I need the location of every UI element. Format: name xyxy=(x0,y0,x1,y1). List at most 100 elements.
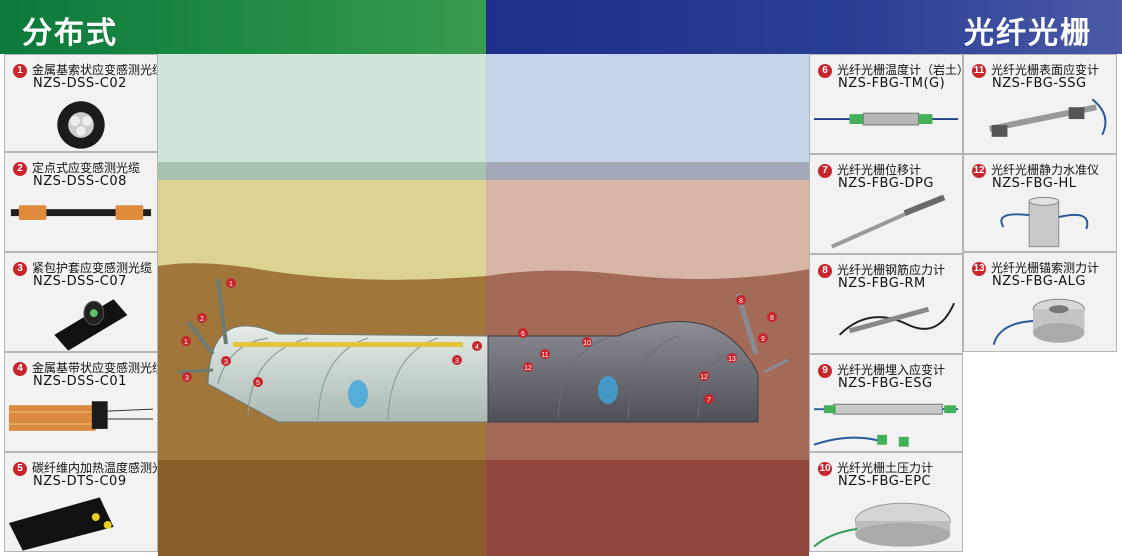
svg-text:9: 9 xyxy=(761,336,765,343)
item-number-badge: 10 xyxy=(818,462,832,476)
svg-text:10: 10 xyxy=(583,340,591,347)
product-model: NZS-FBG-EPC xyxy=(838,474,932,489)
header-title-fbg: 光纤光栅 xyxy=(964,16,1092,51)
svg-text:6: 6 xyxy=(521,331,525,338)
product-name: 碳纤维内加热温度感测光缆 xyxy=(32,461,157,475)
product-card-fbg-epc[interactable]: 10 光纤光栅土压力计 NZS-FBG-EPC xyxy=(809,452,963,552)
svg-text:2: 2 xyxy=(200,316,204,323)
product-name: 光纤光栅静力水准仪 xyxy=(991,163,1100,177)
embedded-strain-gauge-icon xyxy=(813,403,959,447)
scene-marker: 3 xyxy=(452,355,462,365)
tight-buffer-cable-icon xyxy=(54,299,128,351)
svg-text:3: 3 xyxy=(224,359,228,366)
tunnel-right xyxy=(487,293,789,423)
product-card-fbg-tm[interactable]: 6 光纤光栅温度计（岩土） NZS-FBG-TM(G) xyxy=(809,54,963,154)
svg-text:1: 1 xyxy=(229,281,233,288)
product-card-dss-c02[interactable]: 1 金属基索状应变感测光缆 NZS-DSS-C02 xyxy=(4,54,158,152)
product-name: 金属基索状应变感测光缆 xyxy=(32,63,158,77)
svg-text:12: 12 xyxy=(524,365,532,372)
item-number-badge: 11 xyxy=(972,64,986,78)
product-name: 金属基带状应变感测光缆 xyxy=(32,361,158,375)
svg-text:11: 11 xyxy=(541,352,548,359)
scene-markers: 1 2 1 3 3 3 4 5 6 11 10 12 12 13 8 8 9 7 xyxy=(181,278,777,404)
product-model: NZS-FBG-RM xyxy=(838,276,926,291)
scene-marker: 12 xyxy=(523,362,533,372)
product-card-dss-c01[interactable]: 4 金属基带状应变感测光缆 NZS-DSS-C01 xyxy=(4,352,158,452)
product-model: NZS-DSS-C02 xyxy=(33,76,127,91)
svg-text:1: 1 xyxy=(184,339,188,346)
svg-text:12: 12 xyxy=(700,374,708,381)
surface-strain-gauge-icon xyxy=(989,98,1107,137)
header-distributed xyxy=(0,0,486,54)
product-model: NZS-FBG-ESG xyxy=(838,376,933,391)
scene-marker: 3 xyxy=(182,372,192,382)
svg-text:8: 8 xyxy=(770,315,774,322)
product-card-fbg-dpg[interactable]: 7 光纤光栅位移计 NZS-FBG-DPG xyxy=(809,154,963,254)
scene-marker: 11 xyxy=(540,349,550,359)
fixed-point-cable-icon xyxy=(10,205,152,221)
scene-marker: 10 xyxy=(582,337,592,347)
item-number-badge: 12 xyxy=(972,164,986,178)
soil-layers-right xyxy=(486,54,809,556)
product-model: NZS-DSS-C08 xyxy=(33,174,127,189)
scene-marker: 8 xyxy=(736,295,746,305)
svg-text:13: 13 xyxy=(728,356,736,363)
product-model: NZS-DTS-C09 xyxy=(33,474,127,489)
product-name: 光纤光栅温度计（岩土） xyxy=(837,63,963,77)
product-card-dss-c07[interactable]: 3 紧包护套应变感测光缆 NZS-DSS-C07 xyxy=(4,252,158,352)
svg-text:4: 4 xyxy=(475,344,479,351)
product-model: NZS-FBG-DPG xyxy=(838,176,934,191)
item-number-badge: 2 xyxy=(13,162,27,176)
product-model: NZS-DSS-C01 xyxy=(33,374,127,389)
product-model: NZS-FBG-ALG xyxy=(992,274,1086,289)
item-number-badge: 13 xyxy=(972,262,986,276)
item-number-badge: 6 xyxy=(818,64,832,78)
product-card-fbg-alg[interactable]: 13 光纤光栅锚索测力计 NZS-FBG-ALG xyxy=(963,252,1117,352)
product-name: 光纤光栅位移计 xyxy=(837,163,922,177)
product-model: NZS-FBG-SSG xyxy=(992,76,1087,91)
product-model: NZS-DSS-C07 xyxy=(33,274,127,289)
cable-cross-section-icon xyxy=(57,101,105,149)
product-model: NZS-FBG-TM(G) xyxy=(838,76,946,91)
anchor-load-cell-icon xyxy=(992,298,1085,346)
tunnel-scene: 1 2 1 3 3 3 4 5 6 11 10 12 12 13 8 8 9 7 xyxy=(158,54,809,556)
scene-marker: 2 xyxy=(197,313,207,323)
item-number-badge: 3 xyxy=(13,262,27,276)
scene-marker: 7 xyxy=(704,394,714,404)
scene-marker: 13 xyxy=(727,353,737,363)
scene-marker: 12 xyxy=(699,371,709,381)
scene-marker: 4 xyxy=(472,341,482,351)
product-name: 光纤光栅锚索测力计 xyxy=(991,261,1100,275)
soil-layers-left xyxy=(158,54,486,556)
item-number-badge: 1 xyxy=(13,64,27,78)
svg-text:3: 3 xyxy=(185,375,189,382)
product-card-dts-c09[interactable]: 5碳纤维内加热温度感测光缆 NZS-DTS-C09 xyxy=(4,452,158,552)
scene-marker: 9 xyxy=(758,333,768,343)
scene-marker: 1 xyxy=(226,278,236,288)
tunnel-left xyxy=(177,278,489,423)
product-name: 光纤光栅埋入应变计 xyxy=(837,363,946,377)
scene-marker: 5 xyxy=(253,377,263,387)
scene-marker: 6 xyxy=(518,328,528,338)
product-name: 光纤光栅表面应变计 xyxy=(991,63,1100,77)
product-name: 光纤光栅土压力计 xyxy=(837,461,934,475)
thermometer-sensor-icon xyxy=(813,112,959,126)
product-name: 紧包护套应变感测光缆 xyxy=(32,261,153,275)
scene-marker: 3 xyxy=(221,356,231,366)
svg-text:8: 8 xyxy=(739,298,743,305)
hydrostatic-level-icon xyxy=(1000,196,1089,248)
item-number-badge: 7 xyxy=(818,164,832,178)
earth-pressure-cell-icon xyxy=(813,502,951,548)
heating-cable-icon xyxy=(8,497,114,551)
item-number-badge: 4 xyxy=(13,362,27,376)
header-fbg xyxy=(486,0,1122,54)
product-name: 光纤光栅钢筋应力计 xyxy=(837,263,946,277)
svg-text:5: 5 xyxy=(256,380,260,387)
scene-marker: 1 xyxy=(181,336,191,346)
scene-marker: 8 xyxy=(767,312,777,322)
product-card-fbg-ssg[interactable]: 11 光纤光栅表面应变计 NZS-FBG-SSG xyxy=(963,54,1117,154)
